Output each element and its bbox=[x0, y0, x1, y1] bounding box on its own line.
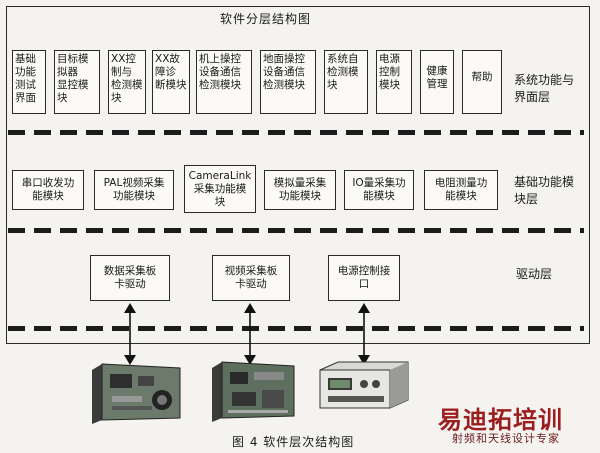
watermark-logo: 易迪拓培训 bbox=[438, 406, 563, 434]
watermark-subtitle: 射频和天线设计专家 bbox=[452, 432, 560, 445]
arrow-driver-1 bbox=[124, 303, 136, 365]
driver-power-control-interface: 电源控制接 口 bbox=[328, 255, 400, 301]
data-acquisition-card-image bbox=[92, 363, 181, 424]
module-pal-video-capture: PAL视频采集 功能模块 bbox=[94, 170, 174, 210]
diagram-frame bbox=[6, 6, 590, 344]
module-analog-capture: 模拟量采集 功能模块 bbox=[264, 170, 336, 210]
module-help: 帮助 bbox=[462, 50, 502, 114]
layer-label-driver: 驱动层 bbox=[516, 267, 553, 281]
driver-video-capture-card: 视频采集板 卡驱动 bbox=[212, 255, 290, 301]
layer-label-system: 系统功能与 界面层 bbox=[514, 73, 575, 104]
power-supply-unit-image bbox=[319, 361, 409, 409]
layer-divider-3 bbox=[8, 326, 584, 331]
module-airborne-comm-detect: 机上操控 设备通信 检测模块 bbox=[196, 50, 252, 114]
module-cameralink-capture: CameraLink 采集功能模 块 bbox=[184, 165, 256, 213]
module-io-capture: IO量采集功 能模块 bbox=[344, 170, 414, 210]
module-target-simulator-display: 目标模 拟器 显控模块 bbox=[54, 50, 100, 114]
layer-label-basic: 基础功能模 块层 bbox=[514, 175, 575, 206]
module-power-control: 电源 控制 模块 bbox=[376, 50, 412, 114]
module-serial-port: 串口收发功 能模块 bbox=[12, 170, 84, 210]
driver-data-acquisition-card: 数据采集板 卡驱动 bbox=[90, 255, 170, 301]
arrow-driver-3 bbox=[358, 303, 370, 365]
module-xx-control-detect: XX控 制与 检测模块 bbox=[108, 50, 146, 114]
module-system-self-test: 系统自 检测模 块 bbox=[324, 50, 368, 114]
video-capture-card-image bbox=[212, 361, 295, 422]
layer-divider-1 bbox=[8, 130, 584, 135]
layer-divider-2 bbox=[8, 228, 584, 233]
module-xx-fault-diagnosis: XX故 障诊 断模块 bbox=[152, 50, 190, 114]
module-ground-comm-detect: 地面操控 设备通信 检测模块 bbox=[260, 50, 316, 114]
module-resistance-measure: 电阻测量功 能模块 bbox=[424, 170, 498, 210]
arrow-driver-2 bbox=[244, 303, 256, 365]
module-health-management: 健康 管理 bbox=[420, 50, 454, 114]
figure-caption: 图 4 软件层次结构图 bbox=[232, 435, 355, 449]
module-basic-function-test-ui: 基础 功能 测试 界面 bbox=[12, 50, 46, 114]
diagram-title: 软件分层结构图 bbox=[220, 12, 312, 26]
